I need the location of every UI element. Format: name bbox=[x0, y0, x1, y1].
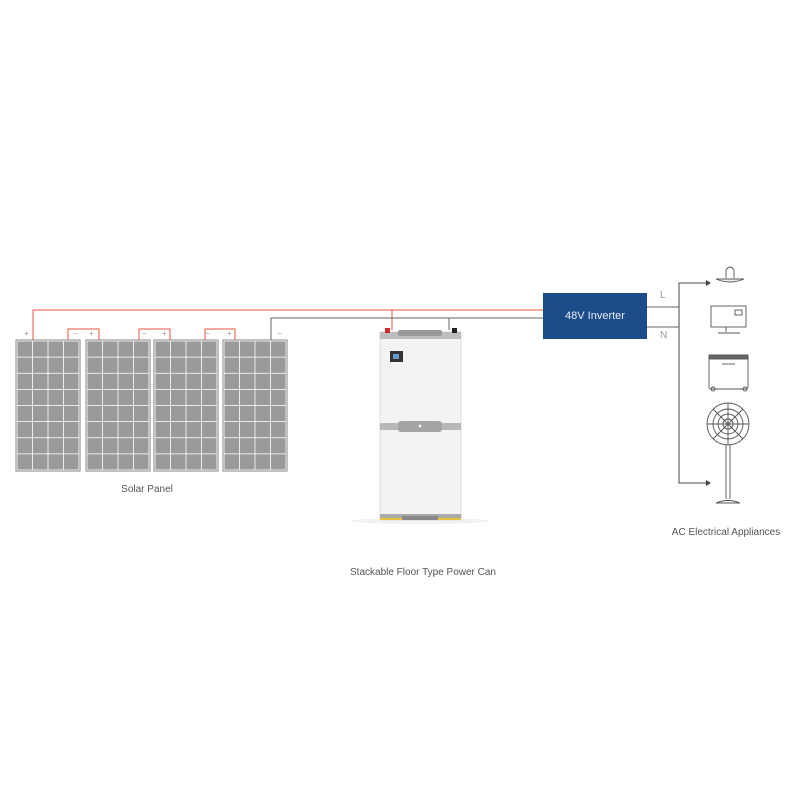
appliances bbox=[706, 266, 750, 504]
jumper-3-4 bbox=[204, 328, 236, 340]
standing-fan-icon bbox=[706, 402, 750, 504]
ac-bus-wire bbox=[678, 282, 706, 484]
jumper-1-2 bbox=[67, 328, 100, 340]
plus-sign: + bbox=[162, 329, 167, 338]
plus-sign: + bbox=[89, 329, 94, 338]
ceiling-lamp-icon bbox=[715, 266, 745, 283]
negative-terminal bbox=[452, 328, 457, 333]
solar-panel-caption: Solar Panel bbox=[121, 484, 173, 495]
plus-sign: + bbox=[24, 329, 29, 338]
solar-panels bbox=[15, 339, 288, 472]
power-can-caption: Stackable Floor Type Power Can bbox=[349, 567, 497, 578]
solar-panel bbox=[85, 339, 151, 472]
positive-terminal bbox=[385, 328, 390, 333]
arrow-icon bbox=[706, 480, 711, 486]
solar-panel bbox=[15, 339, 81, 472]
line-l-label: L bbox=[660, 290, 666, 301]
solar-panel bbox=[153, 339, 219, 472]
line-n-label: N bbox=[660, 330, 668, 341]
wires bbox=[32, 282, 706, 484]
minus-sign: − bbox=[205, 329, 210, 338]
negative-main-wire bbox=[270, 317, 543, 340]
power-can-battery bbox=[350, 328, 490, 524]
refrigerator-icon bbox=[708, 354, 749, 392]
inverter-label: 48V Inverter bbox=[565, 310, 625, 322]
minus-sign: − bbox=[142, 329, 147, 338]
minus-sign: − bbox=[73, 329, 78, 338]
solar-panel bbox=[222, 339, 288, 472]
arrow-icon bbox=[706, 280, 711, 286]
inverter-box: 48V Inverter bbox=[543, 293, 647, 339]
tv-monitor-icon bbox=[710, 305, 747, 334]
minus-sign: − bbox=[277, 329, 282, 338]
appliances-caption: AC Electrical Appliances bbox=[671, 527, 781, 538]
plus-sign: + bbox=[227, 329, 232, 338]
jumper-2-3 bbox=[138, 328, 171, 340]
positive-main-wire bbox=[32, 309, 393, 340]
